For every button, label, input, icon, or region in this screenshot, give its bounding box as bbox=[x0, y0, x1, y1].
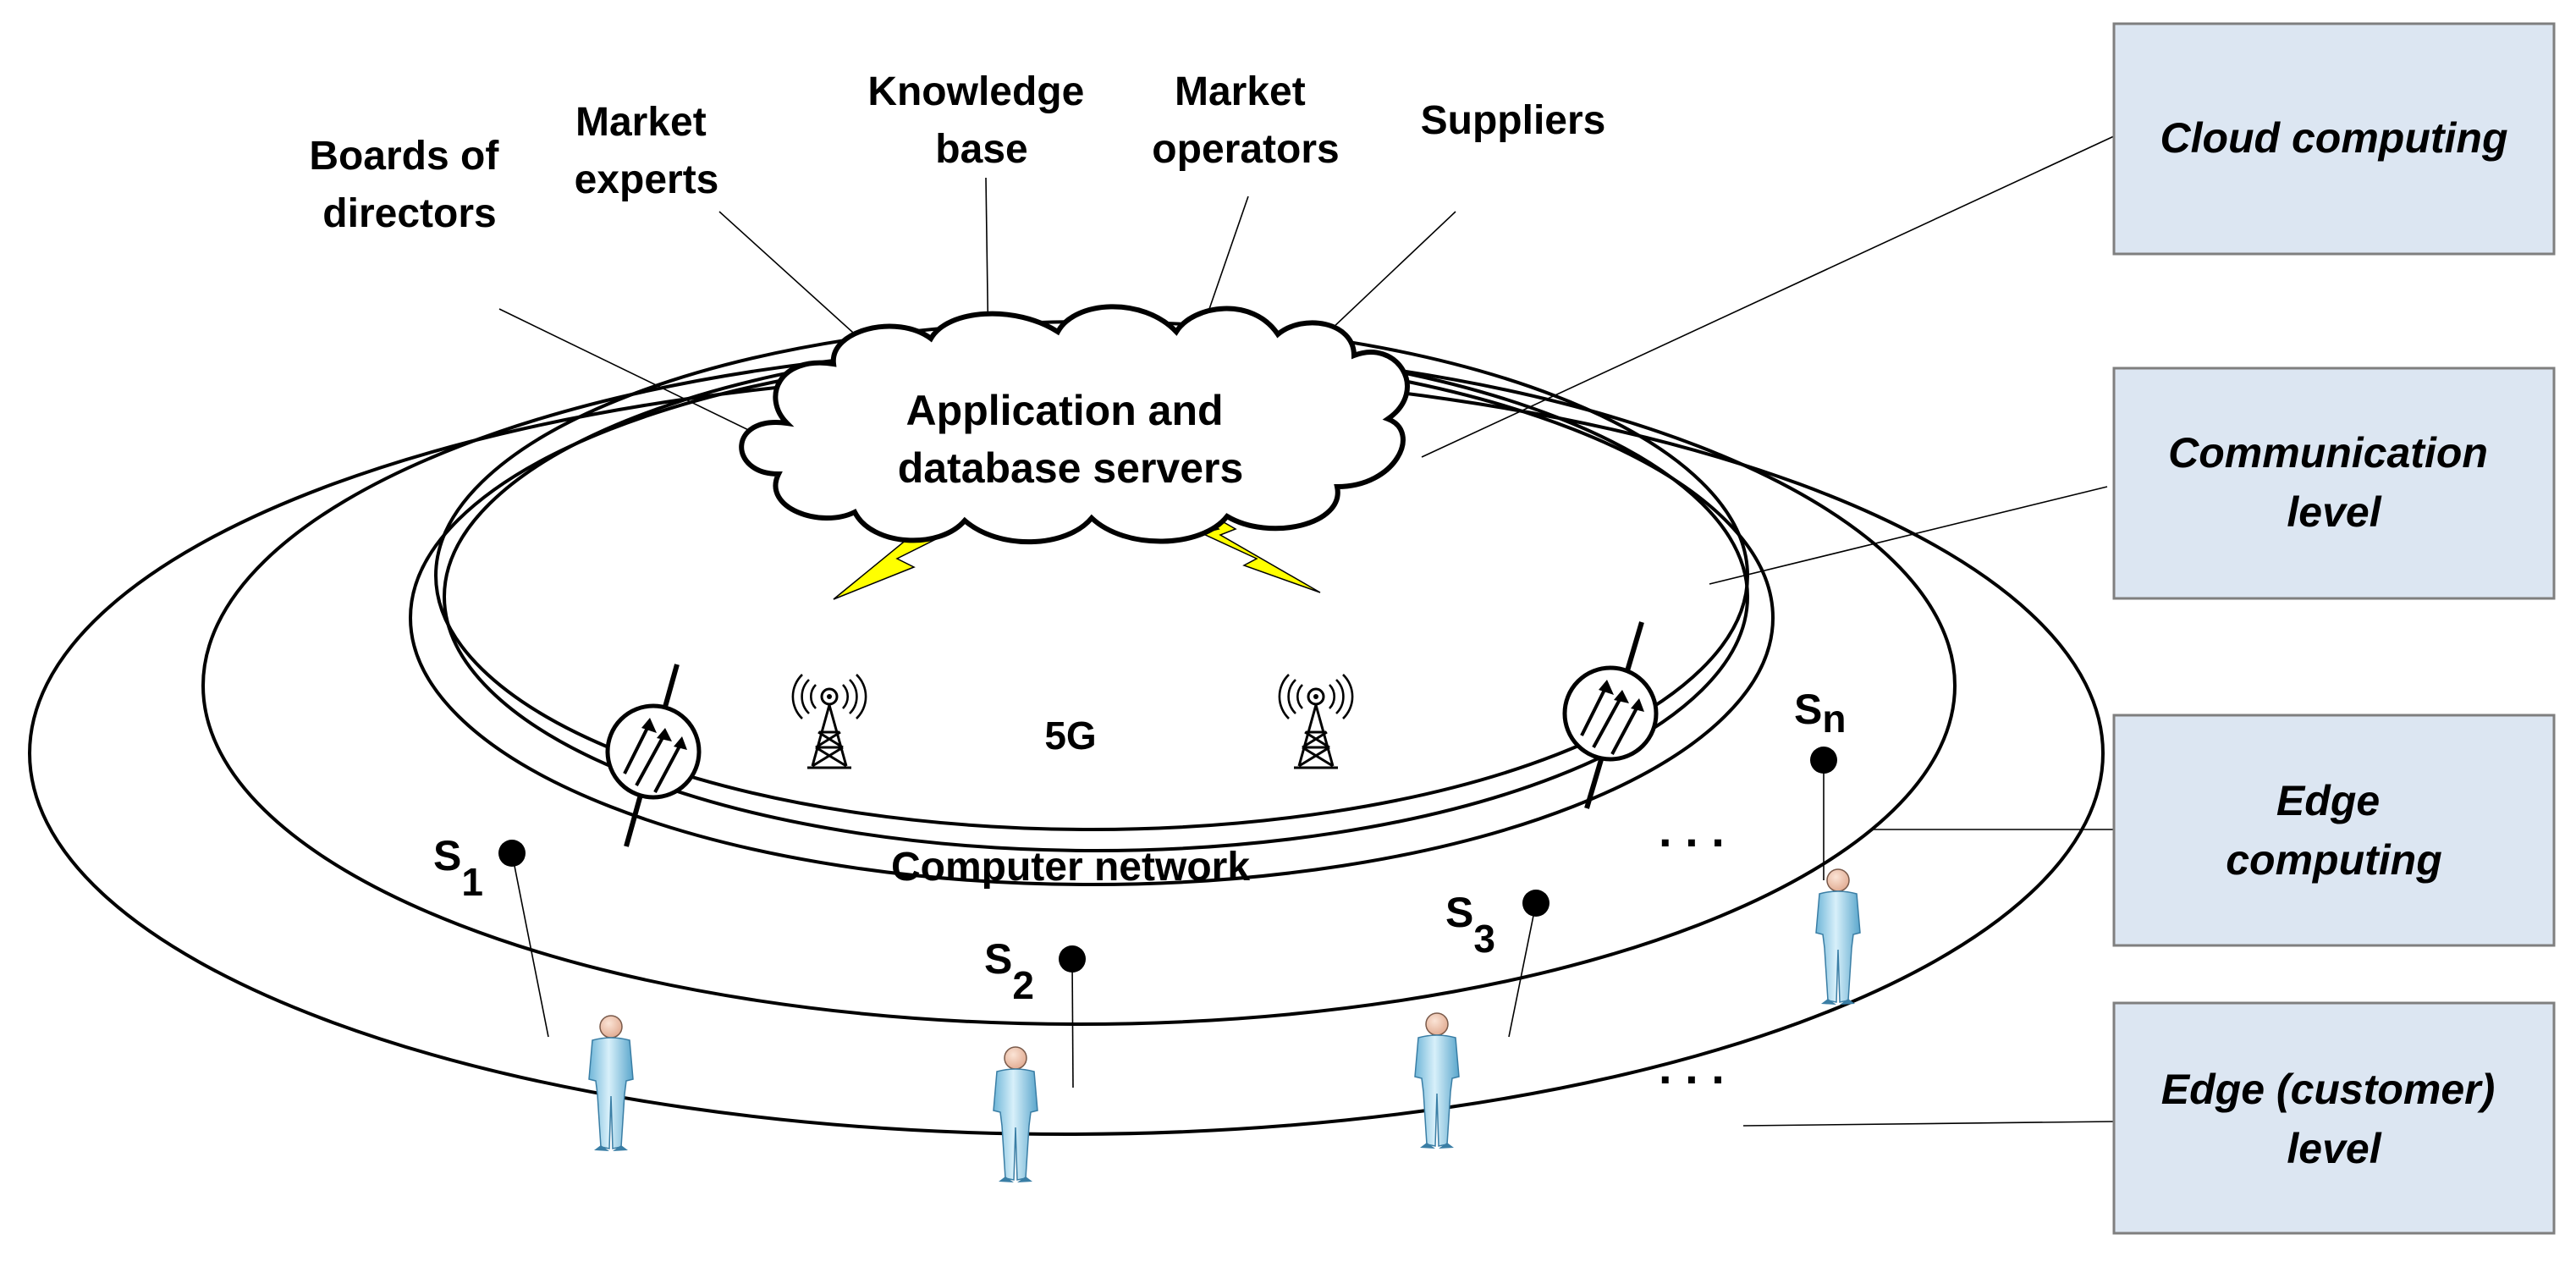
boards-of-directors-label: Boards of directors bbox=[309, 134, 509, 236]
customer-person-1-icon bbox=[588, 1015, 634, 1152]
antenna-tower-right-icon bbox=[1278, 673, 1354, 769]
cloud-computing-label: Cloud computing bbox=[2160, 114, 2507, 162]
sensor-s2-label: S2 bbox=[984, 935, 1034, 1007]
router-right-icon bbox=[1565, 621, 1656, 809]
level-box-cloud-computing: Cloud computing bbox=[2112, 22, 2556, 256]
computer-network-label: Computer network bbox=[891, 845, 1250, 890]
suppliers-label: Suppliers bbox=[1421, 98, 1606, 143]
level-box-edge-customer: Edge (customer) level bbox=[2112, 1001, 2556, 1235]
sensor-sn-label: Sn bbox=[1794, 686, 1846, 741]
sensor-s1-label: S1 bbox=[433, 832, 483, 904]
cloud-servers-label: Application and database servers bbox=[898, 387, 1244, 492]
edge-computing-label: Edge computing bbox=[2226, 777, 2442, 884]
customer-person-2-icon bbox=[993, 1046, 1038, 1183]
edge-customer-level-label: Edge (customer) level bbox=[2161, 1066, 2507, 1172]
customer-person-n-icon bbox=[1815, 868, 1861, 1006]
level-leaders bbox=[1421, 135, 2116, 1127]
sensor-s3-label: S3 bbox=[1445, 889, 1495, 961]
router-left-icon bbox=[608, 664, 699, 847]
sensor-sn-dot bbox=[1810, 747, 1837, 774]
level-box-communication: Communication level bbox=[2112, 366, 2556, 600]
sensor-s3-dot bbox=[1522, 890, 1549, 917]
sensor-s2-dot bbox=[1059, 945, 1086, 973]
5g-label: 5G bbox=[1044, 714, 1096, 758]
communication-level-label: Communication level bbox=[2168, 429, 2500, 536]
antenna-tower-left-icon bbox=[791, 673, 867, 769]
level-box-edge-computing: Edge computing bbox=[2112, 714, 2556, 947]
ellipsis-lower: . . . bbox=[1659, 1040, 1725, 1094]
customer-person-3-icon bbox=[1414, 1012, 1460, 1149]
sensor-s1-dot bbox=[498, 840, 526, 867]
ellipsis-upper: . . . bbox=[1659, 803, 1725, 857]
market-experts-label: Market experts bbox=[575, 100, 719, 202]
market-operators-label: Market operators bbox=[1152, 69, 1339, 172]
sensor-pins bbox=[498, 747, 1837, 1088]
knowledge-base-label: Knowledge base bbox=[867, 69, 1095, 172]
cloud-shape bbox=[739, 304, 1410, 545]
